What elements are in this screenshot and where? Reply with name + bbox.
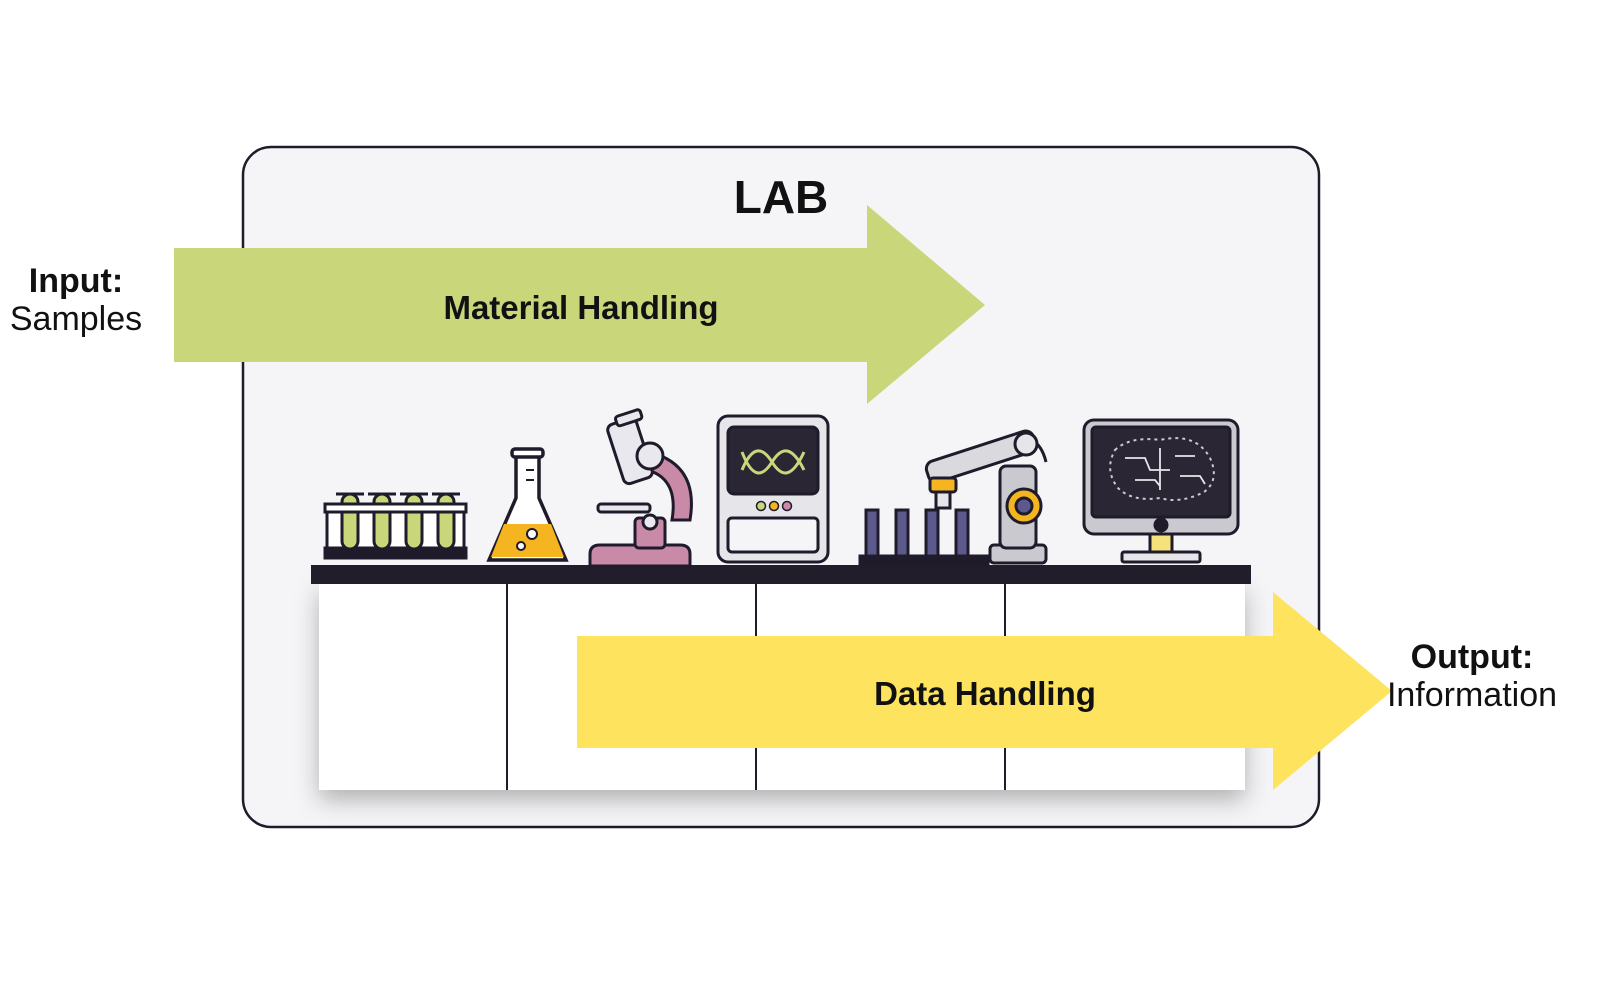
output-text: Information <box>1386 676 1558 715</box>
robotic-arm-icon <box>858 429 1048 567</box>
output-label: Output: Information <box>1372 638 1572 714</box>
bench-top <box>311 565 1251 584</box>
microscope-icon <box>588 408 693 568</box>
material-handling-arrow <box>174 205 985 404</box>
lab-title: LAB <box>734 171 829 223</box>
erlenmeyer-flask-icon <box>486 447 569 562</box>
ai-computer-monitor-icon <box>1082 418 1240 564</box>
dna-sequencer-icon <box>716 414 830 564</box>
data-handling-arrow <box>577 592 1392 790</box>
input-text: Samples <box>9 300 143 339</box>
data-handling-label: Data Handling <box>874 675 1096 712</box>
input-heading: Input: <box>28 262 124 300</box>
input-label: Input: Samples <box>0 262 152 338</box>
test-tube-rack-icon <box>323 492 468 560</box>
output-heading: Output: <box>1410 638 1534 676</box>
material-handling-label: Material Handling <box>443 289 718 326</box>
